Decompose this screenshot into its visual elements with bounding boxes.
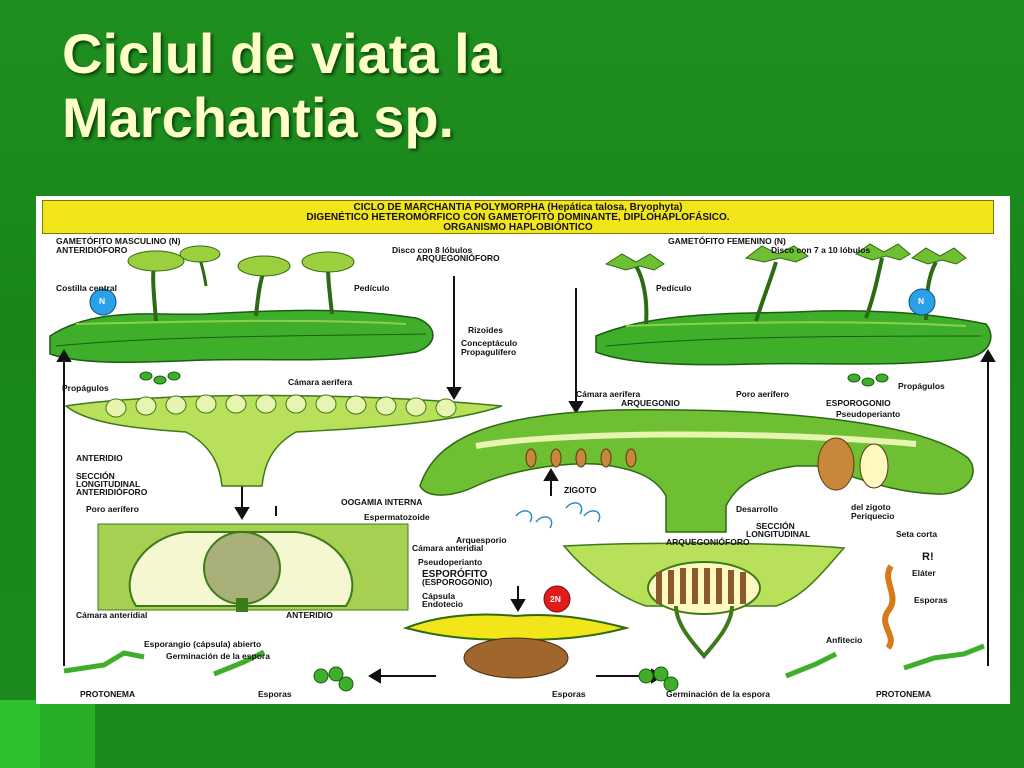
label-anteridioforo: ANTERIDIÓFORO — [56, 245, 128, 255]
n-badge-right — [908, 288, 936, 316]
label-seccion-right-3: ARQUEGONIÓFORO — [666, 537, 750, 547]
label-germinacion-left: Germinación de la espora — [166, 651, 270, 661]
label-capsula: Cápsula — [422, 591, 456, 601]
label-esporas-bottom-left: Esporas — [258, 689, 292, 699]
label-2n: 2N — [550, 594, 561, 604]
label-zigoto: ZIGOTO — [564, 485, 597, 495]
open-sporangium — [402, 613, 630, 642]
elater — [882, 564, 896, 650]
label-poro-aerifero-mid: Poro aerífero — [736, 389, 789, 399]
label-seccion-right-2: LONGITUDINAL — [746, 529, 811, 539]
slide-title-line2: Marchantia sp. — [62, 86, 455, 149]
label-seccion-right-1: SECCIÓN — [756, 521, 795, 531]
n-badge-left — [89, 288, 117, 316]
label-pediculo-female: Pedículo — [656, 283, 692, 293]
label-germinacion-right: Germinación de la espora — [666, 689, 770, 699]
sporophyte-developing — [817, 437, 855, 491]
label-conceptaculo: Conceptáculo — [461, 338, 518, 348]
label-esporas-right: Esporas — [914, 595, 948, 605]
label-camara-aerifera-mid: Cámara aerífera — [576, 389, 641, 399]
label-camara-anteridial-left: Cámara anteridial — [76, 610, 148, 620]
protonema-right — [785, 643, 985, 679]
antheridiophores — [127, 245, 355, 322]
label-gametofito-masculino: GAMETÓFITO MASCULINO (N) — [56, 236, 181, 246]
header-line3: ORGANISMO HAPLOBIÓNTICO — [443, 222, 593, 233]
label-propagulos-left: Propágulos — [62, 383, 109, 393]
label-oogamia: OOGAMIA INTERNA — [341, 497, 423, 507]
label-anfitecio: Anfitecio — [826, 635, 863, 645]
label-esporas-bottom-center: Esporas — [552, 689, 586, 699]
label-seccion-left-2: LONGITUDINAL — [76, 479, 141, 489]
badge-2n — [543, 585, 571, 613]
label-camara-anteridial-center: Cámara anteridial — [412, 543, 484, 553]
slide-title-line1: Ciclul de viata la — [62, 22, 501, 85]
label-camara-aerifera-top: Cámara aerífera — [288, 377, 353, 387]
antheridium-body — [203, 531, 281, 605]
label-espermatozoide: Espermatozoide — [364, 512, 430, 522]
label-desarrollo: Desarrollo — [736, 504, 779, 514]
label-propagulifero: Propagulífero — [461, 347, 517, 357]
sporangium-base — [463, 637, 569, 679]
label-esporogonio-paren: (ESPOROGONIO) — [422, 577, 493, 587]
label-arquesporio: Arquesporio — [456, 535, 507, 545]
label-propagulos-right: Propágulos — [898, 381, 945, 391]
female-thallus — [595, 309, 992, 366]
label-protonema-right: PROTONEMA — [876, 689, 932, 699]
header-line1: CICLO DE MARCHANTIA POLYMORPHA (Hepática… — [353, 202, 683, 213]
marchantia-lifecycle-diagram: CICLO DE MARCHANTIA POLYMORPHA (Hepática… — [36, 196, 1010, 704]
label-elater: Eláter — [912, 568, 936, 578]
label-periquecio: Periquecio — [851, 511, 895, 521]
label-esporogonio: ESPOROGONIO — [826, 398, 891, 408]
label-seta-corta: Seta corta — [896, 529, 938, 539]
label-esporangio: Esporangio (cápsula) abierto — [144, 639, 262, 649]
label-n-left: N — [99, 296, 106, 306]
label-arquegonioforo: ARQUEGONIÓFORO — [416, 253, 500, 263]
slide-title: Ciclul de viata la Marchantia sp. — [62, 22, 762, 150]
label-protonema-left: PROTONEMA — [80, 689, 136, 699]
label-gametofito-femenino: GAMETÓFITO FEMENINO (N) — [668, 236, 786, 246]
label-pseudoperianto-center: Pseudoperianto — [418, 557, 483, 567]
diagram-header-bar: CICLO DE MARCHANTIA POLYMORPHA (Hepática… — [42, 200, 994, 234]
label-anteridio-bottom: ANTERIDIO — [286, 610, 333, 620]
label-pediculo-male: Pedículo — [354, 283, 390, 293]
spores-bottom — [313, 666, 679, 692]
label-rl: R! — [922, 551, 934, 563]
label-seccion-left-1: SECCIÓN — [76, 471, 115, 481]
label-disco8: Disco con 8 lóbulos — [392, 245, 473, 255]
label-del-zigoto: del zigoto — [851, 502, 891, 512]
propagules-left — [139, 371, 181, 385]
label-rizoides: Rizoides — [468, 325, 503, 335]
diagram-artwork — [49, 243, 996, 692]
label-n-right: N — [918, 296, 925, 306]
label-esporofito: ESPORÓFITO — [422, 569, 488, 580]
label-pseudoperianto-right: Pseudoperianto — [836, 409, 901, 419]
decorative-corner-block-light — [0, 700, 40, 768]
propagules-right — [847, 373, 889, 387]
capsule-spores — [656, 568, 746, 604]
label-poro-aerifero-left: Poro aerífero — [86, 504, 139, 514]
label-costilla: Costilla central — [56, 283, 117, 293]
label-endotecio: Endotecio — [422, 599, 464, 609]
label-disco7: Disco con 7 a 10 lóbulos — [771, 245, 871, 255]
spermatozoids — [515, 502, 601, 529]
label-seccion-left-3: ANTERIDIÓFORO — [76, 487, 148, 497]
header-line2: DIGENÉTICO HETEROMÓRFICO CON GAMETÓFITO … — [306, 212, 730, 223]
antheridia-row — [105, 394, 457, 418]
protonema-left — [63, 649, 266, 677]
label-arquegonio: ARQUEGONIO — [621, 398, 681, 408]
archegonia — [525, 448, 637, 468]
archegoniophores — [604, 243, 967, 325]
label-anteridio-top: ANTERIDIO — [76, 453, 123, 463]
